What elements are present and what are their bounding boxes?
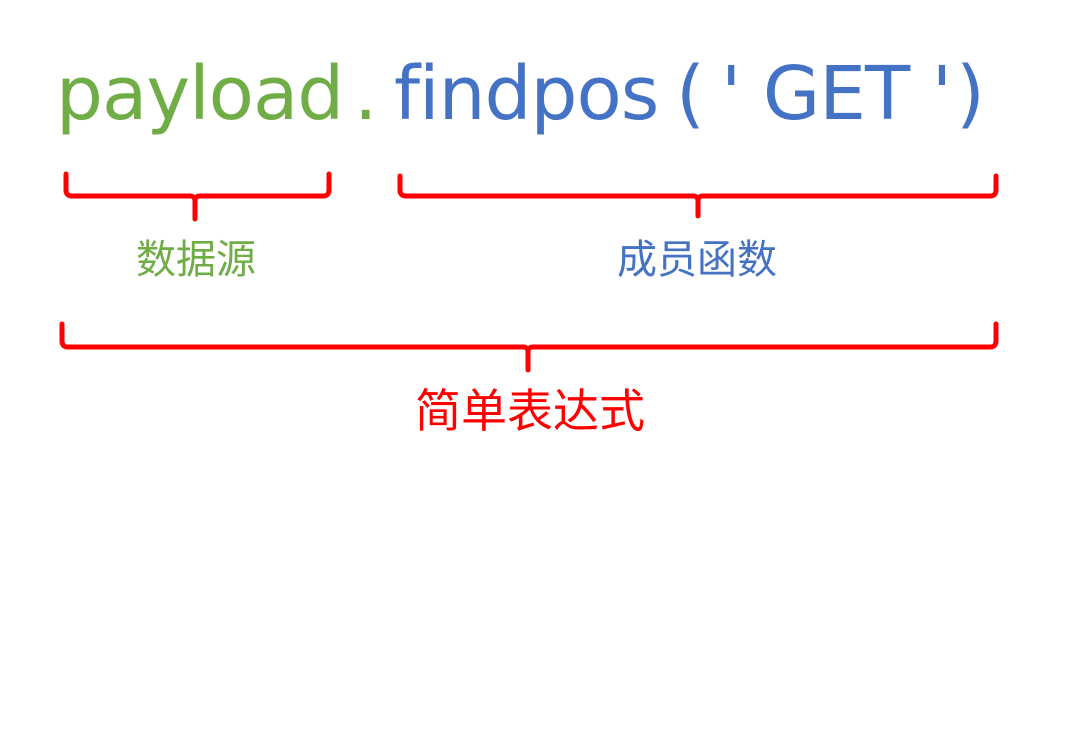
member-function-token: findpos [394,51,659,137]
braces-layer [59,171,999,373]
member-function-brace-icon [397,173,999,219]
simple-expression-label: 简单表达式 [415,384,645,438]
simple-expression-brace-icon [59,321,999,373]
close-paren: ) [956,51,985,137]
open-paren: ( [676,51,705,137]
data-source-token: payload [56,51,344,137]
member-function-label: 成员函数 [617,237,777,283]
dot-operator: . [354,51,378,137]
expression-line: payload . findpos ( ' GET ' ) [56,44,985,144]
argument-token: ' GET ' [721,51,952,137]
data-source-label: 数据源 [136,237,256,283]
data-source-brace-icon [63,171,332,222]
